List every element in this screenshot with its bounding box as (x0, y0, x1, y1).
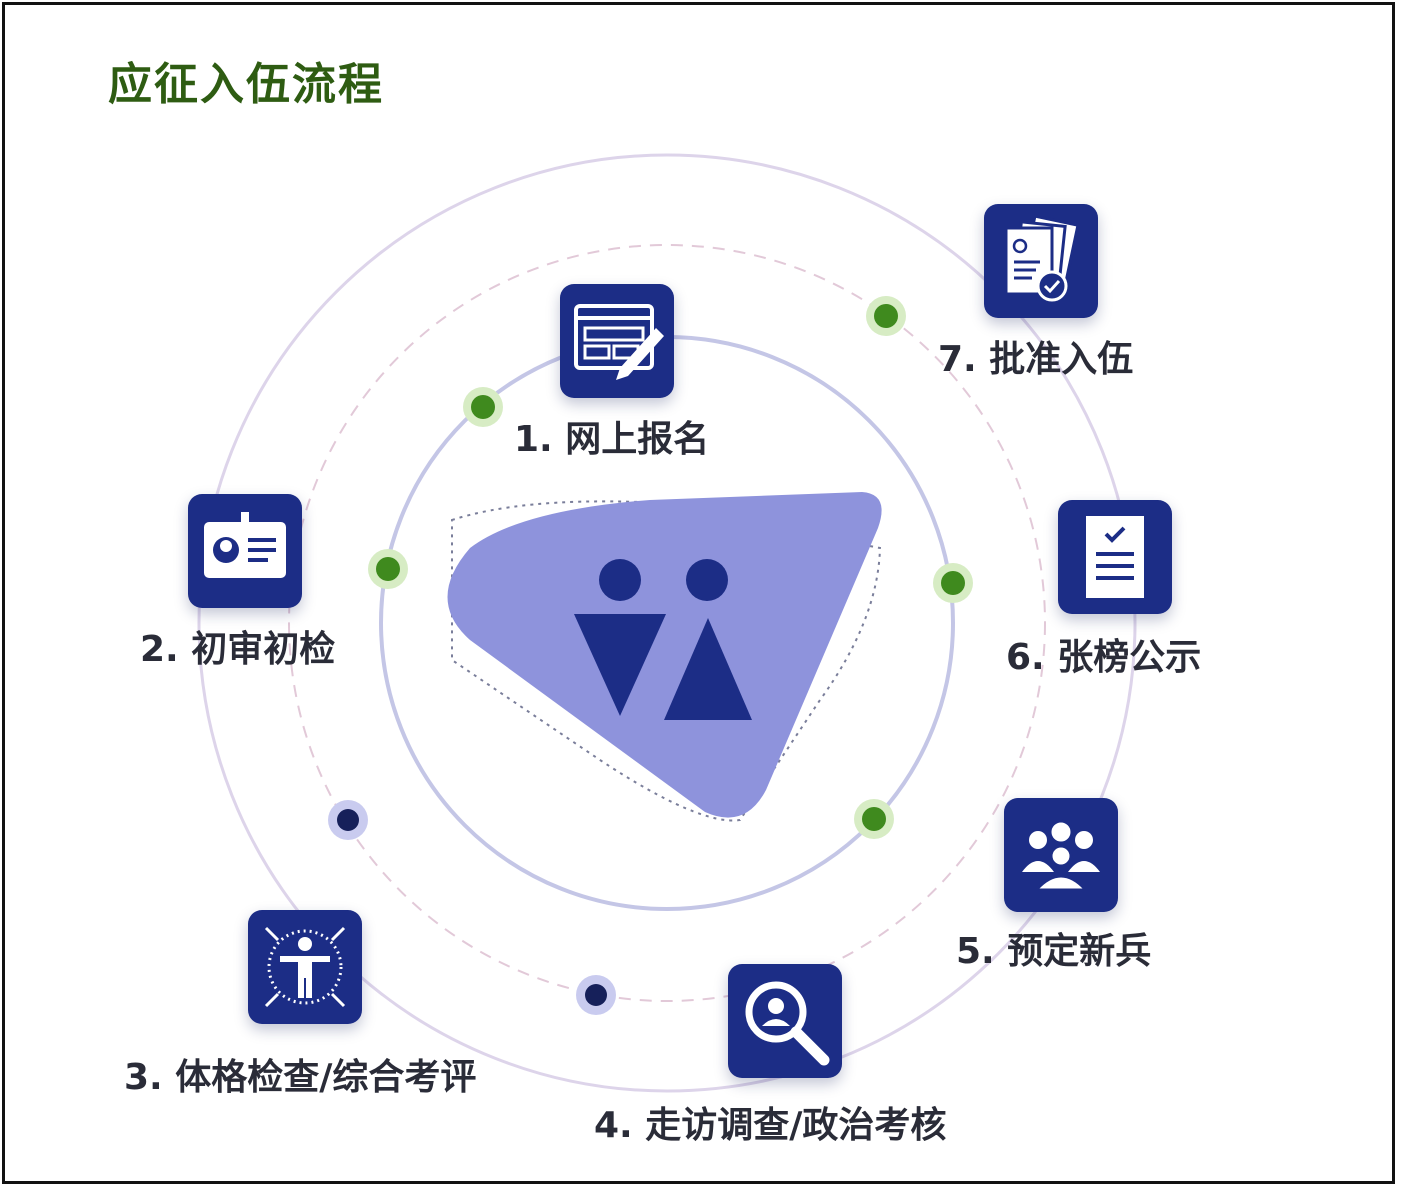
step-2-tile (188, 494, 302, 608)
step-1-tile (560, 284, 674, 398)
online-form-icon (574, 304, 664, 380)
step-5-tile (1004, 798, 1118, 912)
center-shape (447, 492, 882, 818)
id-card-icon (204, 512, 286, 578)
page-title: 应征入伍流程 (108, 59, 384, 110)
step-1-label: 1. 网上报名 (514, 419, 710, 460)
outer-ring (197, 153, 1137, 1093)
group-icon (1022, 819, 1100, 892)
body-check-icon (264, 926, 346, 1008)
checklist-icon (1086, 516, 1144, 598)
step-6-tile (1058, 500, 1172, 614)
step-4-tile (728, 964, 842, 1078)
navy-dot (576, 975, 616, 1015)
search-person-icon (745, 981, 830, 1066)
green-dot (933, 563, 973, 603)
step-6-label: 6. 张榜公示 (1006, 637, 1202, 678)
green-dot (463, 387, 503, 427)
step-3-tile (248, 910, 362, 1024)
step-7-label: 7. 批准入伍 (938, 339, 1134, 380)
navy-dot (328, 800, 368, 840)
green-dot (854, 799, 894, 839)
step-4-label: 4. 走访调查/政治考核 (594, 1105, 947, 1146)
middle-dashed-ring (288, 244, 1046, 1002)
people-logo-icon (574, 559, 752, 720)
approved-documents-icon (1004, 214, 1080, 302)
step-5-label: 5. 预定新兵 (956, 931, 1152, 972)
step-2-label: 2. 初审初检 (140, 629, 336, 670)
step-7-tile (984, 204, 1098, 318)
step-3-label: 3. 体格检查/综合考评 (124, 1057, 477, 1098)
green-dot (866, 296, 906, 336)
green-dot (368, 549, 408, 589)
